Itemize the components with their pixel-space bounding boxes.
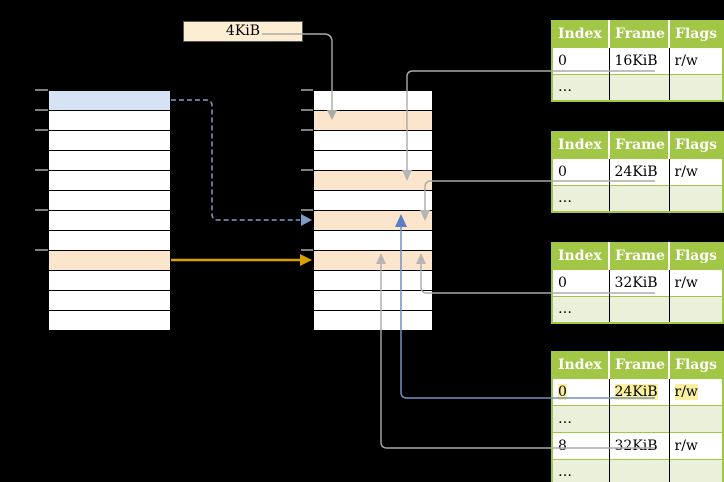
memory-row-orange xyxy=(314,111,432,131)
memory-row-white xyxy=(49,171,170,191)
table-header-row: Index Frame Flags xyxy=(552,132,723,158)
cell-index: 0 xyxy=(552,377,609,405)
col-header-frame: Frame xyxy=(608,352,669,378)
cell-index: … xyxy=(552,458,609,482)
cell-index: … xyxy=(552,73,609,101)
highlighted-value: r/w xyxy=(674,383,698,400)
cell-flags: r/w xyxy=(668,268,723,296)
memory-row-orange xyxy=(314,251,432,271)
memory-row-white xyxy=(49,131,170,151)
highlighted-value: 24KiB xyxy=(614,383,658,400)
cell-flags xyxy=(668,458,723,482)
col-header-index: Index xyxy=(552,243,609,269)
cell-frame xyxy=(608,404,669,432)
cell-frame xyxy=(608,73,669,101)
cell-index: 0 xyxy=(552,46,609,74)
memory-row-white xyxy=(314,291,432,311)
memory-row-white xyxy=(314,231,432,251)
page-table-16kib: Index Frame Flags 0 16KiB r/w … xyxy=(551,20,724,102)
table-row: 0 16KiB r/w xyxy=(552,46,723,74)
cell-frame xyxy=(608,295,669,323)
tick-marks-virtual xyxy=(35,89,48,251)
memory-row-white xyxy=(49,191,170,211)
memory-row-white xyxy=(49,291,170,311)
memory-row-white xyxy=(314,271,432,291)
memory-row-white xyxy=(314,311,432,330)
memory-row-white xyxy=(49,311,170,330)
col-header-index: Index xyxy=(552,132,609,158)
table-row: 8 32KiB r/w xyxy=(552,431,723,459)
page-table-32kib: Index Frame Flags 0 32KiB r/w … xyxy=(551,242,724,324)
table-row-ellipsis: … xyxy=(552,73,723,101)
cell-flags: r/w xyxy=(668,46,723,74)
table-header-row: Index Frame Flags xyxy=(552,243,723,269)
memory-row-orange xyxy=(314,171,432,191)
memory-row-white xyxy=(314,191,432,211)
memory-row-orange xyxy=(314,211,432,231)
cell-flags xyxy=(668,184,723,212)
memory-row-white xyxy=(314,151,432,171)
cell-frame xyxy=(608,184,669,212)
cell-flags: r/w xyxy=(668,377,723,405)
cell-flags xyxy=(668,404,723,432)
physical-memory-table xyxy=(313,90,433,331)
cell-index: 0 xyxy=(552,268,609,296)
memory-row-white xyxy=(49,151,170,171)
cell-frame: 24KiB xyxy=(608,377,669,405)
tick-marks-physical xyxy=(301,89,313,251)
virtual-memory-table xyxy=(48,90,171,331)
cell-flags xyxy=(668,73,723,101)
table-row: 0 32KiB r/w xyxy=(552,268,723,296)
cell-flags xyxy=(668,295,723,323)
table-row-ellipsis: … xyxy=(552,295,723,323)
cell-frame: 24KiB xyxy=(608,157,669,185)
table-row-highlighted: 0 24KiB r/w xyxy=(552,377,723,405)
cell-frame: 32KiB xyxy=(608,431,669,459)
cell-index: … xyxy=(552,184,609,212)
cell-flags: r/w xyxy=(668,431,723,459)
memory-row-white xyxy=(49,211,170,231)
page-size-label: 4KiB xyxy=(183,21,303,42)
col-header-frame: Frame xyxy=(608,21,669,47)
cell-frame: 16KiB xyxy=(608,46,669,74)
memory-row-white xyxy=(49,111,170,131)
cell-flags: r/w xyxy=(668,157,723,185)
memory-row-white xyxy=(314,131,432,151)
cell-index: 8 xyxy=(552,431,609,459)
col-header-flags: Flags xyxy=(668,352,723,378)
cell-index: … xyxy=(552,295,609,323)
cell-frame: 32KiB xyxy=(608,268,669,296)
table-header-row: Index Frame Flags xyxy=(552,21,723,47)
cell-frame xyxy=(608,458,669,482)
connector-virtual-page0-dashed-line xyxy=(171,99,300,221)
col-header-index: Index xyxy=(552,21,609,47)
table-row-ellipsis: … xyxy=(552,184,723,212)
table-row-ellipsis: … xyxy=(552,458,723,482)
table-row-ellipsis: … xyxy=(552,404,723,432)
col-header-flags: Flags xyxy=(668,21,723,47)
connector-virtual-page8-arrowhead xyxy=(300,254,312,266)
cell-index: 0 xyxy=(552,157,609,185)
table-header-row: Index Frame Flags xyxy=(552,352,723,378)
memory-row-orange xyxy=(49,251,170,271)
memory-row-white xyxy=(49,271,170,291)
table-row: 0 24KiB r/w xyxy=(552,157,723,185)
col-header-flags: Flags xyxy=(668,132,723,158)
page-table-24kib: Index Frame Flags 0 24KiB r/w … xyxy=(551,131,724,213)
col-header-index: Index xyxy=(552,352,609,378)
memory-row-white xyxy=(49,231,170,251)
connector-virtual-page0-arrowhead xyxy=(301,214,312,226)
page-table-l2: Index Frame Flags 0 24KiB r/w … 8 32KiB … xyxy=(551,351,724,482)
col-header-flags: Flags xyxy=(668,243,723,269)
col-header-frame: Frame xyxy=(608,132,669,158)
memory-row-blue xyxy=(49,91,170,111)
col-header-frame: Frame xyxy=(608,243,669,269)
highlighted-value: 0 xyxy=(558,383,567,400)
memory-row-white xyxy=(314,91,432,111)
cell-index: … xyxy=(552,404,609,432)
